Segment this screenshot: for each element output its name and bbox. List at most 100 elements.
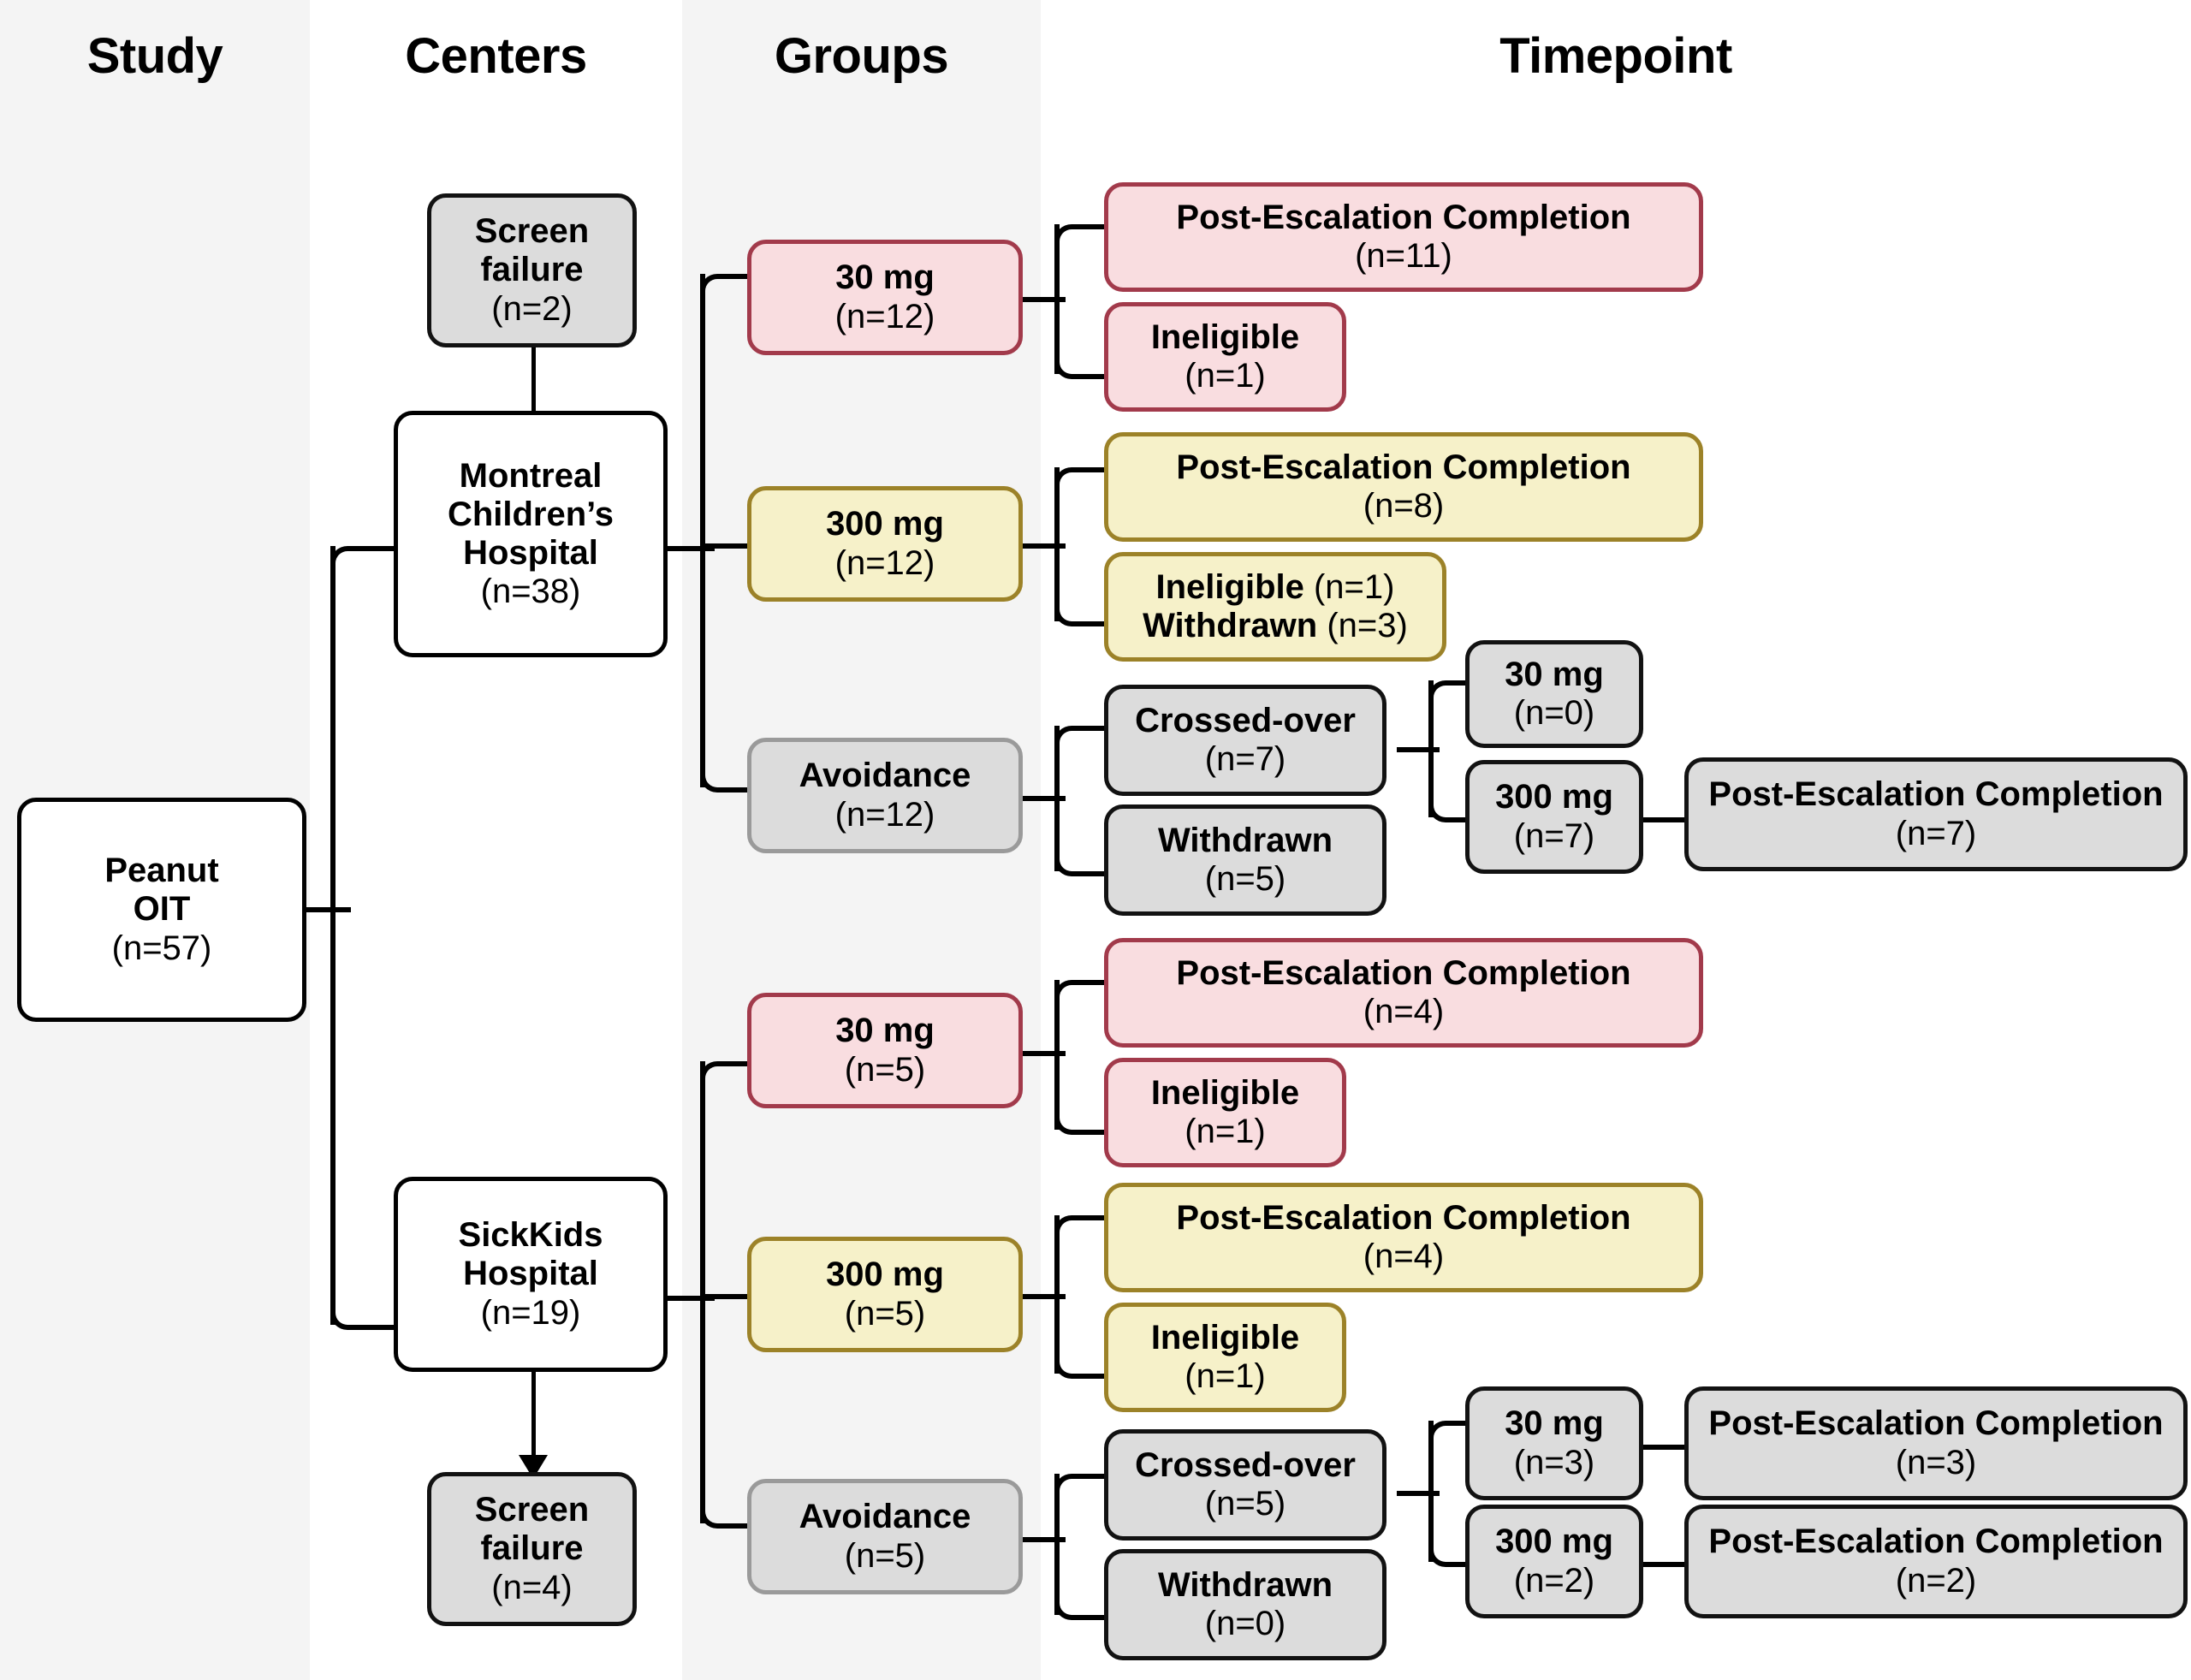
node-count: (n=1) <box>1185 357 1266 395</box>
node-sickkids-crossed-30mg[interactable]: 30 mg (n=3) <box>1465 1386 1643 1500</box>
node-count: (n=7) <box>1895 814 1977 852</box>
node-count: (n=4) <box>1363 993 1445 1030</box>
node-count: (n=8) <box>1363 487 1445 525</box>
node-dropout-count-1: (n=1) <box>1313 567 1395 606</box>
node-sickkids-crossed-30mg-post-escalation-completion[interactable]: Post-Escalation Completion (n=3) <box>1684 1386 2188 1500</box>
node-count: (n=19) <box>480 1293 581 1332</box>
connector-mch300-to-dropout <box>1054 596 1111 626</box>
node-count: (n=5) <box>1204 1485 1286 1523</box>
connector-root-stub <box>304 907 351 912</box>
node-sickkids-30mg-post-escalation-completion[interactable]: Post-Escalation Completion (n=4) <box>1104 938 1703 1048</box>
node-count: (n=11) <box>1355 237 1452 275</box>
node-mch-300mg[interactable]: 300 mg (n=12) <box>747 486 1023 602</box>
node-title-2: Hospital <box>463 1255 598 1293</box>
node-title: Ineligible <box>1150 318 1300 356</box>
node-sickkids-hospital[interactable]: SickKids Hospital (n=19) <box>394 1177 668 1372</box>
node-mch-30mg[interactable]: 30 mg (n=12) <box>747 240 1023 355</box>
connector-root-to-mch <box>330 546 413 580</box>
connector-sk30-to-ineligible <box>1054 1104 1111 1135</box>
node-title: 30 mg <box>1505 1404 1604 1443</box>
node-title: Post-Escalation Completion <box>1176 448 1631 486</box>
node-count: (n=1) <box>1185 1357 1266 1395</box>
node-count: (n=2) <box>1895 1561 1977 1600</box>
node-mch-screen-failure[interactable]: Screen failure (n=2) <box>427 193 637 347</box>
node-title: Post-Escalation Completion <box>1708 1404 2164 1443</box>
connector-mch300-to-pec <box>1054 467 1111 498</box>
node-mch-30mg-post-escalation-completion[interactable]: Post-Escalation Completion (n=11) <box>1104 182 1703 292</box>
node-title: 300 mg <box>1495 1523 1613 1561</box>
node-sickkids-300mg[interactable]: 300 mg (n=5) <box>747 1237 1023 1352</box>
node-count: (n=2) <box>491 289 573 328</box>
node-title: 30 mg <box>835 258 935 297</box>
node-count: (n=3) <box>1513 1443 1595 1481</box>
connector-sk300-to-pec <box>1054 1215 1111 1246</box>
node-sickkids-avoidance-withdrawn[interactable]: Withdrawn (n=0) <box>1104 1549 1386 1660</box>
node-count: (n=5) <box>844 1294 926 1333</box>
connector-sk30-to-pec <box>1054 980 1111 1011</box>
node-count: (n=0) <box>1204 1605 1286 1642</box>
node-count: (n=12) <box>834 543 935 582</box>
node-count: (n=5) <box>1204 860 1286 898</box>
column-header-groups: Groups <box>774 28 949 84</box>
node-dropout-label-1: Ineligible <box>1155 567 1304 606</box>
node-mch-30mg-ineligible[interactable]: Ineligible (n=1) <box>1104 302 1346 412</box>
node-sickkids-30mg[interactable]: 30 mg (n=5) <box>747 993 1023 1108</box>
node-title-2: failure <box>480 1529 584 1568</box>
node-sickkids-crossed-over[interactable]: Crossed-over (n=5) <box>1104 1429 1386 1540</box>
node-mch-avoidance-withdrawn[interactable]: Withdrawn (n=5) <box>1104 804 1386 916</box>
node-count: (n=1) <box>1185 1113 1266 1150</box>
node-title: Avoidance <box>799 1498 971 1536</box>
node-mch-crossed-30mg[interactable]: 30 mg (n=0) <box>1465 640 1643 748</box>
connector-mch30-spine <box>1054 224 1060 374</box>
node-montreal-childrens-hospital[interactable]: Montreal Children’s Hospital (n=38) <box>394 411 668 657</box>
connector-mchavoid-spine <box>1054 726 1060 871</box>
connector-mchavoid-to-withdrawn <box>1054 846 1111 876</box>
node-count: (n=7) <box>1513 816 1595 855</box>
connector-mch-spine <box>700 274 705 787</box>
connector-skavoid-to-crossed <box>1054 1474 1111 1505</box>
connector-skcross-to-30mg <box>1428 1421 1478 1450</box>
node-sickkids-300mg-post-escalation-completion[interactable]: Post-Escalation Completion (n=4) <box>1104 1183 1703 1292</box>
node-title: 300 mg <box>826 505 944 543</box>
connector-skavoid-to-withdrawn <box>1054 1589 1111 1620</box>
connector-root-spine <box>330 546 335 1325</box>
connector-mch-stub <box>663 546 715 551</box>
node-mch-300mg-post-escalation-completion[interactable]: Post-Escalation Completion (n=8) <box>1104 432 1703 542</box>
node-dropout-line-1: Ineligible (n=1) <box>1156 568 1395 607</box>
connector-sk30-spine <box>1054 980 1060 1130</box>
node-title: Ineligible <box>1150 1073 1300 1112</box>
node-title: SickKids <box>458 1216 603 1255</box>
node-mch-avoidance[interactable]: Avoidance (n=12) <box>747 738 1023 853</box>
node-mch-crossed-300mg[interactable]: 300 mg (n=7) <box>1465 760 1643 874</box>
node-count: (n=4) <box>1363 1238 1445 1275</box>
node-sickkids-30mg-ineligible[interactable]: Ineligible (n=1) <box>1104 1058 1346 1167</box>
node-title-2: Children’s <box>447 495 615 533</box>
connector-sk-to-300mg <box>700 1294 760 1299</box>
node-title: Screen <box>474 1491 590 1529</box>
node-sickkids-crossed-300mg-post-escalation-completion[interactable]: Post-Escalation Completion (n=2) <box>1684 1505 2188 1618</box>
node-sickkids-avoidance[interactable]: Avoidance (n=5) <box>747 1479 1023 1594</box>
node-sickkids-crossed-300mg[interactable]: 300 mg (n=2) <box>1465 1505 1643 1618</box>
connector-skavoid-stub <box>1023 1537 1066 1542</box>
node-count: (n=7) <box>1204 740 1286 778</box>
column-header-timepoint: Timepoint <box>1499 28 1732 84</box>
node-title: Crossed-over <box>1135 1446 1356 1484</box>
node-count: (n=5) <box>844 1050 926 1089</box>
node-mch-crossed-300mg-post-escalation-completion[interactable]: Post-Escalation Completion (n=7) <box>1684 757 2188 871</box>
connector-mch-to-30mg <box>700 274 765 306</box>
connector-sk300-to-ineligible <box>1054 1348 1111 1379</box>
connector-mchavoid-to-crossed <box>1054 726 1111 757</box>
node-sickkids-screen-failure[interactable]: Screen failure (n=4) <box>427 1472 637 1626</box>
node-mch-crossed-over[interactable]: Crossed-over (n=7) <box>1104 685 1386 796</box>
node-peanut-oit[interactable]: Peanut OIT (n=57) <box>17 798 306 1022</box>
connector-mch-to-300mg <box>700 543 760 549</box>
connector-mchavoid-stub <box>1023 796 1066 801</box>
node-sickkids-300mg-ineligible[interactable]: Ineligible (n=1) <box>1104 1303 1346 1412</box>
node-mch-300mg-dropout[interactable]: Ineligible (n=1) Withdrawn (n=3) <box>1104 552 1446 662</box>
node-count: (n=5) <box>844 1536 926 1575</box>
node-count: (n=2) <box>1513 1561 1595 1600</box>
connector-mchcross-to-300mg <box>1428 793 1478 822</box>
connector-mch30-stub <box>1023 297 1066 302</box>
column-header-study: Study <box>86 28 223 84</box>
